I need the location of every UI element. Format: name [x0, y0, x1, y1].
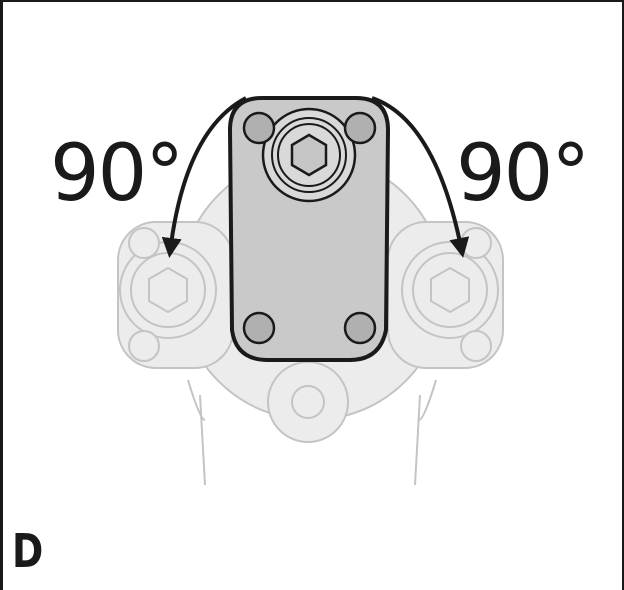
figure-letter: D [12, 524, 44, 578]
bolt-bottom-left [242, 311, 276, 345]
hex-drive [290, 133, 328, 177]
left-ghost-bolt-top [128, 227, 160, 259]
active-position-plate [227, 96, 391, 362]
left-angle-label: 90° [50, 129, 182, 219]
grip-shoulder [187, 379, 437, 421]
hanger-hole [291, 385, 325, 419]
right-ghost-bolt-top [460, 227, 492, 259]
right-angle-label: 90° [456, 129, 588, 219]
bolt-top-right [343, 111, 377, 145]
bolt-top-left [242, 111, 276, 145]
right-ghost-hex [430, 266, 470, 314]
left-position-ghost [117, 221, 234, 369]
right-rotation-arrow [371, 96, 470, 258]
grip-outline [199, 394, 421, 486]
left-ghost-bolt-bottom [128, 330, 160, 362]
right-position-ghost [387, 221, 504, 369]
bolt-bottom-right [343, 311, 377, 345]
right-ghost-bolt-bottom [460, 330, 492, 362]
left-ghost-hex [148, 266, 188, 314]
left-rotation-arrow [161, 96, 247, 258]
